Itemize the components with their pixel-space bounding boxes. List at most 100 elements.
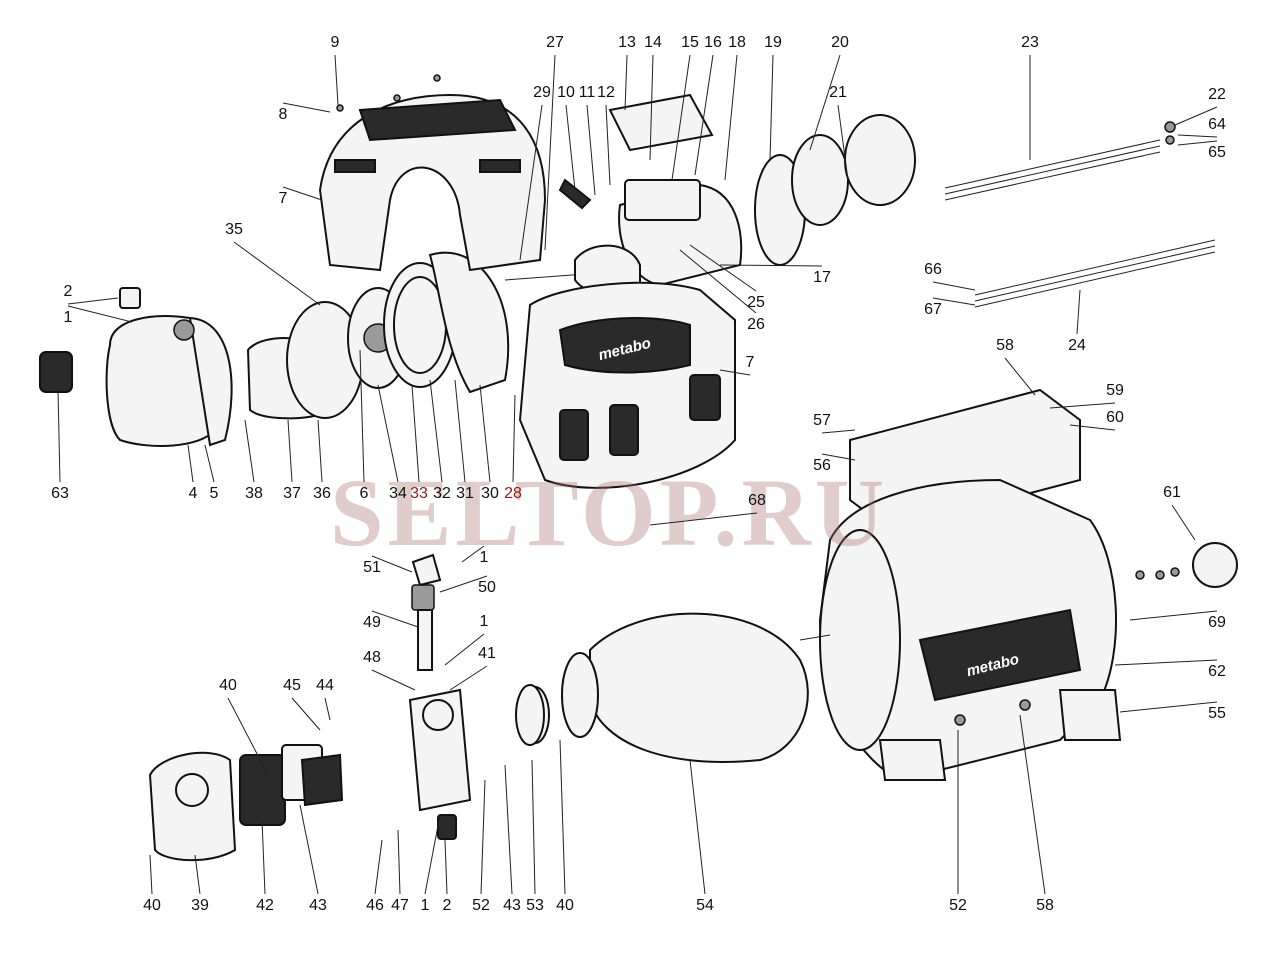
- callout-leader-c32: [429, 379, 443, 483]
- callout-c49: 49: [363, 614, 381, 631]
- callout-c46: 46: [366, 897, 384, 914]
- callout-c36: 36: [313, 485, 331, 502]
- callout-leader-c51: [371, 555, 413, 573]
- callout-c52a: 52: [472, 897, 490, 914]
- callout-c51: 51: [363, 559, 381, 576]
- callout-leader-c38: [244, 419, 255, 483]
- callout-c68: 68: [748, 492, 766, 509]
- callout-c1c: 1: [480, 613, 489, 630]
- fasteners: [336, 74, 1180, 726]
- callout-leader-c25: [689, 244, 757, 292]
- callout-leader-c45: [291, 697, 321, 731]
- callout-leader-c36: [317, 419, 323, 483]
- callout-leader-c54: [689, 759, 706, 895]
- callout-leader-c33: [411, 384, 420, 483]
- callout-leader-c34: [377, 384, 399, 483]
- callout-leader-c55: [1119, 701, 1218, 713]
- callout-leader-c30: [479, 384, 491, 483]
- callout-c39: 39: [191, 897, 209, 914]
- callout-c2b: 2: [443, 897, 452, 914]
- callout-c32: 32: [433, 485, 451, 502]
- callout-c25: 25: [747, 294, 765, 311]
- callout-leader-c35: [233, 241, 321, 306]
- callout-c64: 64: [1208, 116, 1226, 133]
- callout-c33: 33: [410, 485, 428, 502]
- callout-c48: 48: [363, 649, 381, 666]
- callout-leader-c9: [334, 54, 339, 106]
- callout-leader-c40a: [227, 697, 269, 776]
- callout-leader-c59: [1049, 402, 1116, 409]
- upper-housing: [318, 93, 547, 272]
- callout-c53: 53: [526, 897, 544, 914]
- callout-c66: 66: [924, 261, 942, 278]
- callout-c41: 41: [478, 645, 496, 662]
- callout-leader-c1c: [444, 633, 485, 666]
- callout-c40b: 40: [143, 897, 161, 914]
- callout-c11: 11: [579, 84, 596, 101]
- callout-c28: 28: [504, 485, 522, 502]
- callout-c27: 27: [546, 34, 564, 51]
- callout-leader-c66: [932, 281, 976, 291]
- callout-c20: 20: [831, 34, 849, 51]
- callout-c9: 9: [331, 34, 340, 51]
- callout-c2a: 2: [64, 283, 73, 300]
- watermark: SELTOP.RU: [330, 459, 888, 566]
- callout-c22: 22: [1208, 86, 1226, 103]
- callout-leader-c28: [512, 394, 516, 483]
- callout-leader-c31: [454, 379, 466, 483]
- callout-c1d: 1: [421, 897, 430, 914]
- wires: [944, 139, 1216, 308]
- callout-c6: 6: [360, 485, 369, 502]
- callout-leader-c40b: [149, 854, 153, 895]
- callout-c16: 16: [704, 34, 722, 51]
- callout-c14: 14: [644, 34, 662, 51]
- callout-c10: 10: [557, 84, 575, 101]
- callout-leader-c7a: [282, 186, 323, 201]
- callout-leader-c5: [204, 444, 215, 483]
- callout-c1b: 1: [480, 549, 489, 566]
- callout-leader-c65: [1177, 140, 1218, 146]
- callout-leader-c21: [837, 104, 849, 181]
- callout-c52b: 52: [949, 897, 967, 914]
- callout-c18: 18: [728, 34, 746, 51]
- callout-leader-c56: [821, 453, 856, 461]
- callout-leader-c47: [397, 829, 401, 895]
- callout-c67: 67: [924, 301, 942, 318]
- callout-c57: 57: [813, 412, 831, 429]
- callout-c21: 21: [829, 84, 847, 101]
- callout-c34: 34: [389, 485, 407, 502]
- callout-leader-c2a: [67, 297, 119, 305]
- callout-leader-c60: [1069, 424, 1116, 431]
- callout-c4: 4: [189, 485, 198, 502]
- callout-leader-c26: [679, 249, 757, 314]
- callout-c45: 45: [283, 677, 301, 694]
- callout-c8: 8: [279, 106, 288, 123]
- callout-c31: 31: [456, 485, 474, 502]
- callout-c19: 19: [764, 34, 782, 51]
- callout-c26: 26: [747, 316, 765, 333]
- callout-c61: 61: [1163, 484, 1181, 501]
- callout-c1a: 1: [64, 309, 73, 326]
- impeller-stack: [246, 251, 641, 420]
- callout-leader-c24: [1076, 289, 1081, 335]
- callout-c47: 47: [391, 897, 409, 914]
- callout-c60: 60: [1106, 409, 1124, 426]
- callout-leader-c44: [324, 697, 331, 721]
- callout-c35: 35: [225, 221, 243, 238]
- callout-leader-c4: [187, 444, 194, 483]
- callout-leader-c8: [282, 102, 331, 113]
- callout-leader-c58a: [1004, 357, 1036, 396]
- callout-c5: 5: [210, 485, 219, 502]
- callout-c15: 15: [681, 34, 699, 51]
- callout-leader-c17: [719, 264, 823, 267]
- callout-c12: 12: [597, 84, 615, 101]
- callout-c62: 62: [1208, 663, 1226, 680]
- callout-leader-c1b: [461, 545, 485, 563]
- callout-c59: 59: [1106, 382, 1124, 399]
- callout-leader-c20: [809, 54, 841, 151]
- callout-leader-c10: [565, 104, 576, 191]
- callout-leader-c49: [371, 610, 419, 628]
- callout-leader-c13: [624, 54, 628, 111]
